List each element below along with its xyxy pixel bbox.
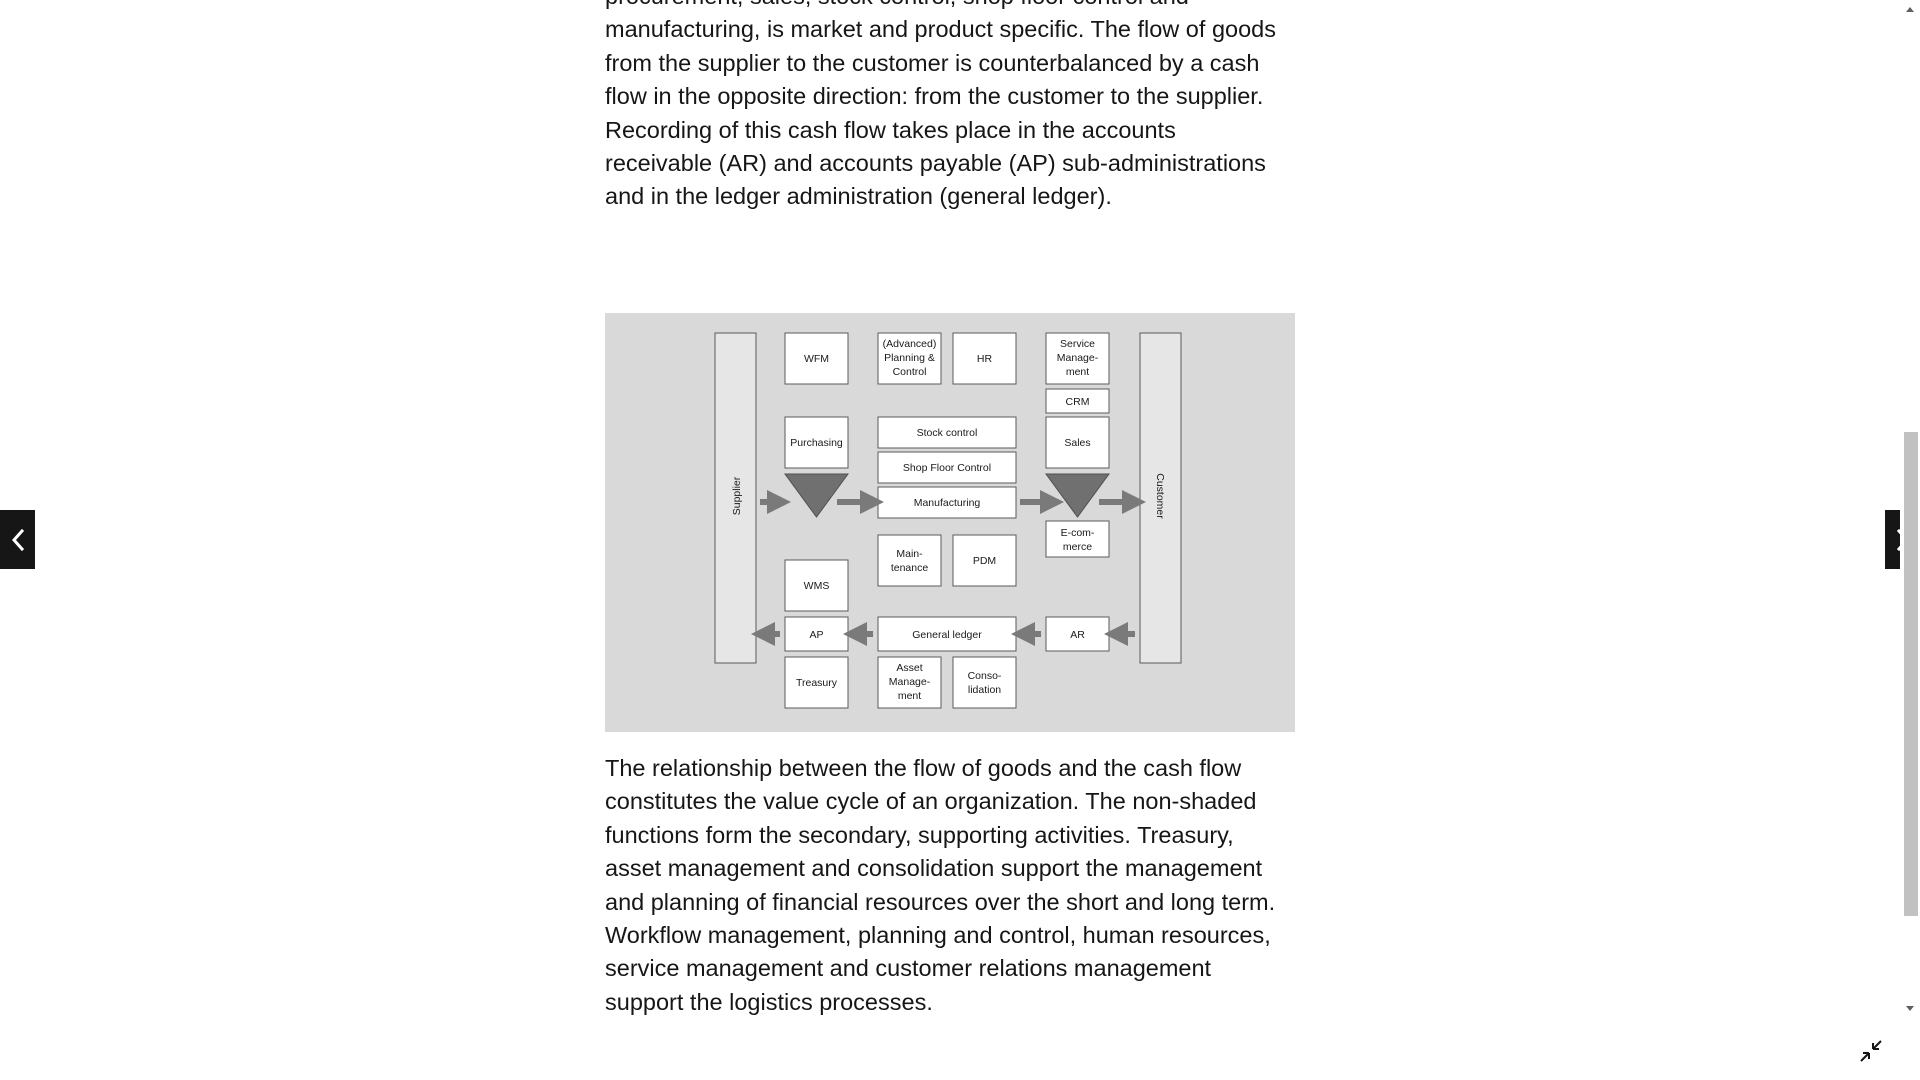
chevron-left-icon (11, 528, 24, 551)
wfm-box: WFM (784, 332, 849, 385)
service-management-label: ment (1066, 366, 1089, 378)
previous-page-button[interactable] (0, 510, 35, 569)
ecommerce-label: E-com- (1061, 527, 1095, 539)
treasury-box: Treasury (784, 656, 849, 709)
text-line: from the supplier to the customer is cou… (605, 49, 1260, 76)
purchasing-label: Purchasing (790, 437, 843, 449)
paragraph-bottom: The relationship between the flow of goo… (605, 752, 1295, 1019)
text-line: procurement, sales, stock control, shop … (605, 0, 1295, 13)
text-line: asset management and consolidation suppo… (605, 855, 1263, 882)
service-management-box: Service Manage- ment (1045, 332, 1110, 385)
text-line: flow in the opposite direction: from the… (605, 83, 1264, 110)
customer-column: Customer (1139, 332, 1182, 664)
scroll-down-button[interactable] (1900, 1000, 1920, 1018)
service-management-label: Manage- (1057, 352, 1099, 364)
ecommerce-label: merce (1063, 541, 1092, 553)
sales-label: Sales (1064, 437, 1090, 449)
crm-box: CRM (1045, 388, 1110, 414)
value-cycle-diagram: Supplier Customer WFM (Advanced) Plannin… (714, 332, 1182, 709)
manufacturing-box: Manufacturing (877, 486, 1017, 519)
supplier-column: Supplier (714, 332, 757, 664)
maintenance-label: tenance (891, 562, 929, 574)
maintenance-label: Main- (896, 548, 923, 560)
pdm-box: PDM (952, 534, 1017, 587)
text-line: support the logistics processes. (605, 988, 933, 1015)
crm-label: CRM (1066, 396, 1090, 408)
maintenance-box: Main- tenance (877, 534, 942, 587)
text-line: Recording of this cash flow takes place … (605, 116, 1176, 143)
purchasing-funnel (784, 473, 849, 518)
treasury-label: Treasury (796, 677, 838, 689)
scroll-up-button[interactable] (1900, 0, 1920, 18)
planning-label: (Advanced) (883, 338, 937, 350)
text-line: and planning of financial resources over… (605, 888, 1276, 915)
consolidation-box: Conso- lidation (952, 656, 1017, 709)
asset-management-box: Asset Manage- ment (877, 656, 942, 709)
triangle-up-icon (1906, 7, 1914, 12)
wms-box: WMS (784, 559, 849, 612)
paragraph-top: procurement, sales, stock control, shop … (605, 0, 1295, 214)
shop-floor-control-box: Shop Floor Control (877, 451, 1017, 484)
vertical-scrollbar[interactable] (1900, 0, 1920, 1020)
hr-label: HR (977, 353, 993, 365)
pdm-label: PDM (973, 555, 996, 567)
planning-label: Control (893, 366, 927, 378)
supplier-label: Supplier (731, 476, 743, 515)
ecommerce-box: E-com- merce (1045, 520, 1110, 558)
general-ledger-label: General ledger (912, 629, 982, 641)
shop-floor-control-label: Shop Floor Control (903, 462, 991, 474)
customer-label: Customer (1154, 473, 1166, 519)
stock-control-label: Stock control (917, 427, 978, 439)
planning-box: (Advanced) Planning & Control (877, 332, 942, 385)
ar-box: AR (1045, 616, 1110, 652)
asset-management-label: ment (898, 690, 921, 702)
value-cycle-figure: Supplier Customer WFM (Advanced) Plannin… (605, 313, 1295, 732)
wfm-label: WFM (804, 353, 829, 365)
text-line: functions form the secondary, supporting… (605, 821, 1234, 848)
asset-management-label: Manage- (889, 676, 931, 688)
sales-funnel (1045, 473, 1110, 518)
planning-label: Planning & (884, 352, 935, 364)
text-line: service management and customer relation… (605, 955, 1212, 982)
text-line: manufacturing, is market and product spe… (605, 16, 1276, 43)
exit-fullscreen-icon (1860, 1040, 1882, 1062)
ap-box: AP (784, 616, 849, 652)
text-line: Workflow management, planning and contro… (605, 922, 1271, 949)
sales-box: Sales (1045, 416, 1110, 469)
triangle-down-icon (1906, 1006, 1914, 1011)
text-line: The relationship between the flow of goo… (605, 755, 1242, 781)
consolidation-label: Conso- (968, 670, 1002, 682)
general-ledger-box: General ledger (877, 616, 1017, 652)
asset-management-label: Asset (896, 662, 922, 674)
ap-label: AP (809, 629, 823, 641)
manufacturing-label: Manufacturing (914, 497, 981, 509)
exit-fullscreen-button[interactable] (1858, 1038, 1884, 1064)
text-line: receivable (AR) and accounts payable (AP… (605, 150, 1266, 177)
text-line: constitutes the value cycle of an organi… (605, 788, 1257, 815)
ar-label: AR (1070, 629, 1085, 641)
service-management-label: Service (1060, 338, 1095, 350)
text-line: and in the ledger administration (genera… (605, 183, 1112, 210)
wms-label: WMS (804, 580, 830, 592)
purchasing-box: Purchasing (784, 416, 849, 469)
stock-control-box: Stock control (877, 416, 1017, 449)
scrollbar-thumb[interactable] (1904, 432, 1918, 916)
hr-box: HR (952, 332, 1017, 385)
consolidation-label: lidation (968, 684, 1001, 696)
